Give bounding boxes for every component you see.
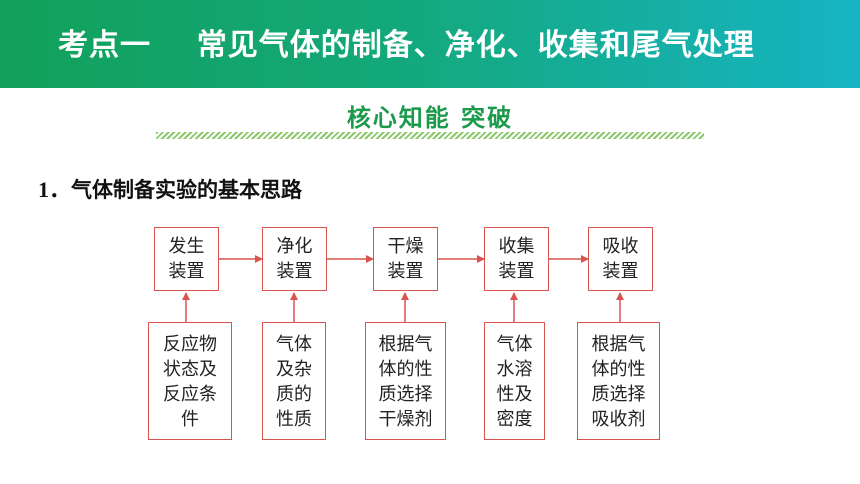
note-line: 及杂 [276, 359, 312, 380]
note-line: 反应条 [163, 384, 217, 405]
note-choose-absorbent: 根据气 体的性 质选择 吸收剂 [577, 322, 660, 440]
note-line: 根据气 [378, 334, 433, 355]
box-label-line: 装置 [602, 261, 639, 282]
note-choose-desiccant: 根据气 体的性 质选择 干燥剂 [365, 322, 446, 440]
note-line: 状态及 [163, 359, 217, 380]
note-line: 气体 [276, 334, 312, 355]
note-line: 密度 [496, 409, 533, 430]
box-label-line: 收集 [498, 236, 535, 257]
note-line: 件 [181, 409, 199, 430]
heading-text: 气体制备实验的基本思路 [71, 178, 303, 202]
note-line: 气体 [496, 334, 533, 355]
box-label-line: 装置 [498, 261, 535, 282]
title-banner: 考点一 常见气体的制备、净化、收集和尾气处理 [0, 0, 860, 88]
box-label-line: 装置 [168, 261, 205, 282]
note-line: 体的性 [378, 359, 433, 380]
box-drying-device: 干燥 装置 [373, 227, 438, 291]
note-gas-impurity-properties: 气体 及杂 质的 性质 [262, 322, 326, 440]
box-label-line: 干燥 [387, 236, 424, 257]
note-line: 性及 [496, 384, 533, 405]
note-line: 体的性 [591, 359, 646, 380]
note-line: 反应物 [163, 334, 217, 355]
box-label-line: 装置 [387, 261, 424, 282]
note-line: 水溶 [496, 359, 533, 380]
section-header: 核心知能 突破 [156, 96, 704, 142]
box-label-line: 发生 [168, 236, 205, 257]
box-label-line: 装置 [276, 261, 313, 282]
note-reactant-conditions: 反应物 状态及 反应条 件 [148, 322, 232, 440]
box-purification-device: 净化 装置 [262, 227, 327, 291]
note-line: 质的 [276, 384, 312, 405]
box-absorption-device: 吸收 装置 [588, 227, 653, 291]
banner-title: 考点一 常见气体的制备、净化、收集和尾气处理 [58, 28, 755, 63]
note-line: 质选择 [591, 384, 646, 405]
box-label-line: 净化 [276, 236, 313, 257]
box-generation-device: 发生 装置 [154, 227, 219, 291]
note-line: 性质 [276, 409, 312, 430]
box-collection-device: 收集 装置 [484, 227, 549, 291]
decorative-hatch-divider [156, 132, 704, 139]
note-line: 干燥剂 [378, 409, 433, 430]
section-heading: 1．气体制备实验的基本思路 [38, 172, 302, 204]
note-line: 根据气 [591, 334, 646, 355]
section-title: 核心知能 突破 [346, 104, 514, 132]
note-solubility-density: 气体 水溶 性及 密度 [484, 322, 545, 440]
heading-number: 1． [38, 177, 72, 202]
note-line: 吸收剂 [591, 409, 646, 430]
box-label-line: 吸收 [602, 236, 639, 257]
note-line: 质选择 [378, 384, 433, 405]
